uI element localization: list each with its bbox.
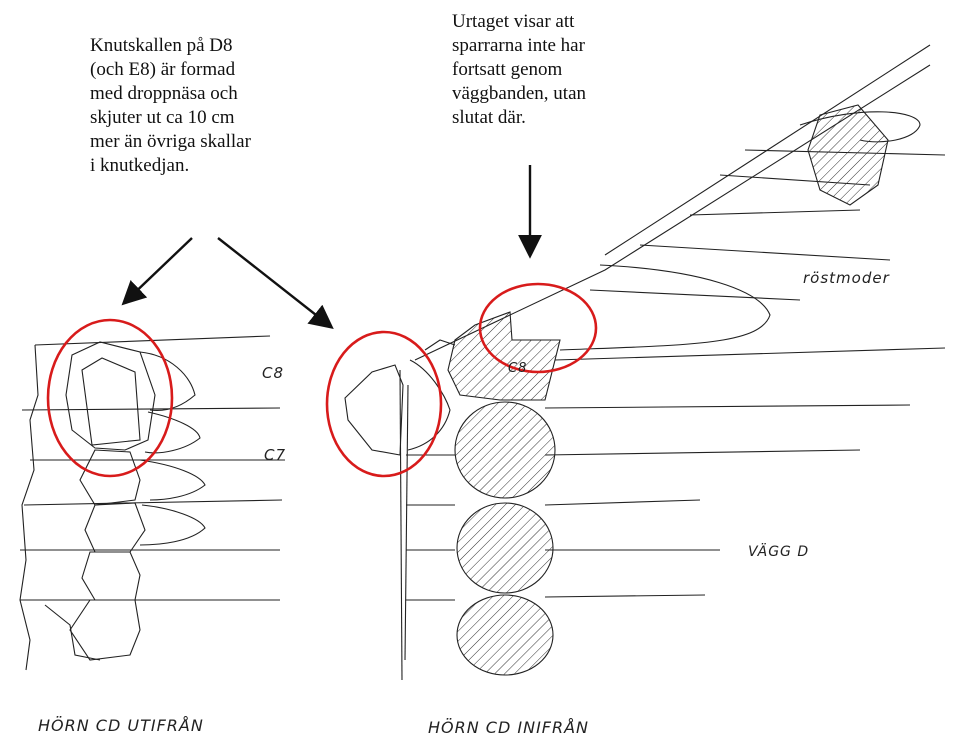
corner-edge <box>19 344 39 671</box>
wall-line <box>544 499 701 506</box>
highlight-knot-outside <box>46 318 174 478</box>
highlights <box>46 282 598 478</box>
knot-head <box>79 449 141 506</box>
arrow-to-inside <box>217 237 334 329</box>
log-line <box>23 499 283 506</box>
rostmoder-beam <box>559 264 771 351</box>
log-c8-notched <box>447 311 561 401</box>
right-annotation-line: Urtaget visar att <box>452 11 575 32</box>
corner-post <box>404 384 409 661</box>
log-sections <box>447 104 889 676</box>
rafter-line <box>604 44 931 256</box>
log-section <box>454 401 556 499</box>
highlight-knot-inside <box>325 330 443 478</box>
label-c8-inner: C8 <box>508 361 527 376</box>
right-annotation-line: slutat där. <box>452 107 526 128</box>
log-line <box>21 407 281 411</box>
arrow-to-outside <box>121 237 193 306</box>
corner-outside-sketch <box>19 335 285 671</box>
left-annotation-line: skjuter ut ca 10 cm <box>90 107 235 128</box>
knot-head <box>84 502 146 553</box>
rafter-stub <box>424 339 456 351</box>
left-annotation: Knutskallen på D8 (och E8) är formad med… <box>90 34 320 178</box>
knot-head <box>69 599 141 661</box>
corner-post <box>399 369 403 681</box>
knot-head-d8-inner <box>81 357 141 446</box>
log-section-top <box>807 104 889 206</box>
label-wall-d: VÄGG D <box>748 542 809 560</box>
knot-bottom <box>44 604 101 661</box>
handwritten-labels: C8 C7 C8 röstmoder VÄGG D HÖRN CD UTIFRÅ… <box>38 269 890 737</box>
log-section <box>456 502 554 594</box>
left-annotation-line: i knutkedjan. <box>90 155 190 176</box>
right-annotation-line: fortsatt genom <box>452 59 563 80</box>
left-annotation-line: (och E8) är formad <box>90 59 236 80</box>
label-rostmoder: röstmoder <box>803 269 890 287</box>
right-annotation: Urtaget visar att sparrarna inte har for… <box>452 10 652 130</box>
knot-curve <box>139 459 206 501</box>
knot-curve <box>139 351 196 412</box>
knot-head <box>81 551 141 601</box>
title-corner-inside: HÖRN CD INIFRÅN <box>428 718 589 737</box>
wall-line <box>554 347 946 361</box>
purlin-line <box>589 289 801 301</box>
wall-line <box>544 404 911 409</box>
corner-curve <box>407 359 451 451</box>
purlin-line <box>689 209 861 216</box>
label-c8: C8 <box>262 364 284 382</box>
right-annotation-line: väggbanden, utan <box>452 83 587 104</box>
knot-curve <box>139 504 206 546</box>
left-annotation-line: Knutskallen på D8 <box>90 35 233 56</box>
wall-line <box>544 594 706 598</box>
log-section <box>456 594 554 676</box>
wall-line <box>544 449 861 456</box>
left-annotation-line: mer än övriga skallar <box>90 131 251 152</box>
knot-head-d8 <box>65 341 156 451</box>
highlight-notch <box>478 282 598 374</box>
label-c7: C7 <box>264 446 286 464</box>
left-annotation-line: med droppnäsa och <box>90 83 238 104</box>
knot-head-inside <box>344 364 404 456</box>
knot-curve <box>144 411 201 454</box>
arrows <box>121 165 542 329</box>
title-corner-outside: HÖRN CD UTIFRÅN <box>38 716 204 735</box>
right-annotation-line: sparrarna inte har <box>452 35 585 56</box>
purlin-line <box>639 244 891 261</box>
